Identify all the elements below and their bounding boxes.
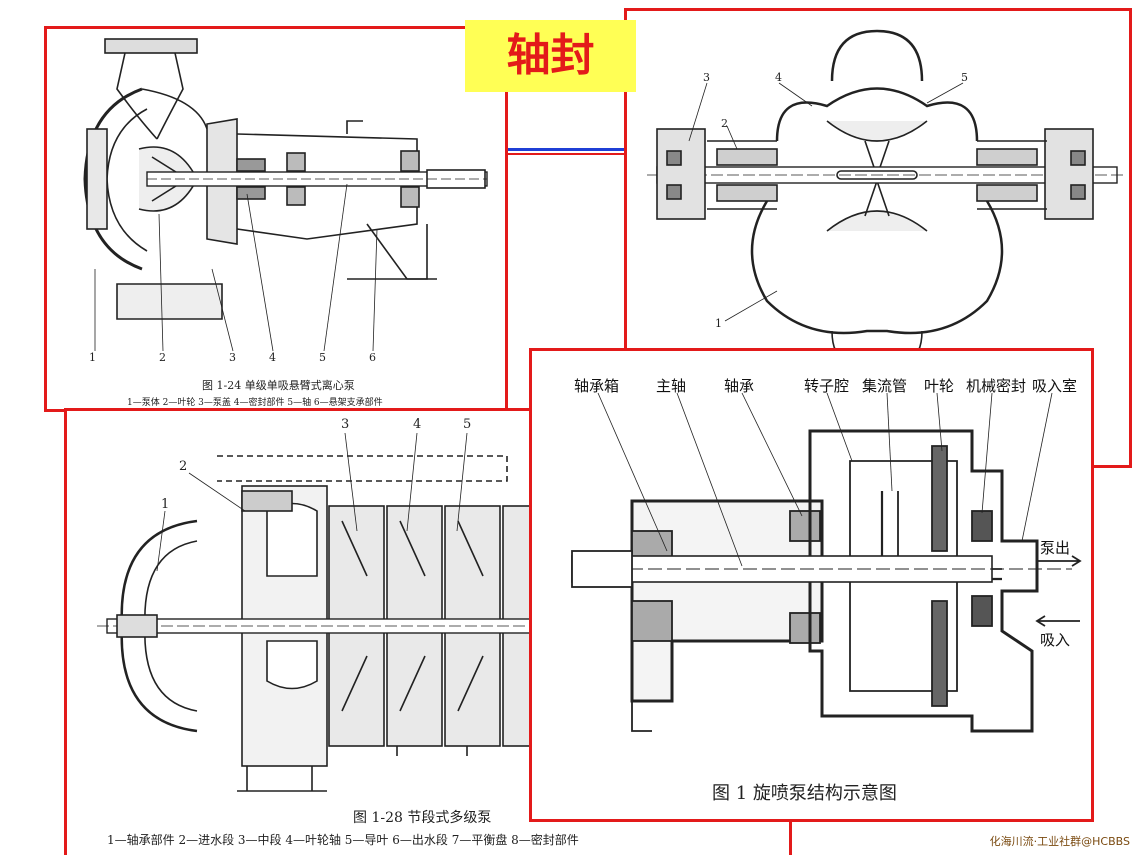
callout-4: 4 xyxy=(269,351,276,364)
label-main-shaft: 主轴 xyxy=(656,377,687,395)
connector-line-blue xyxy=(508,148,624,151)
rotary-jet-pump-drawing xyxy=(571,392,1082,733)
figure-caption: 图 1 旋喷泵结构示意图 xyxy=(712,783,897,804)
label-bearing-box: 轴承箱 xyxy=(574,377,620,395)
label-suction: 吸入 xyxy=(1040,631,1071,649)
callout-5: 5 xyxy=(463,417,472,432)
callout-1: 1 xyxy=(161,497,170,512)
label-bearing: 轴承 xyxy=(724,377,755,395)
figure-legend: 1—泵体 2—叶轮 3—泵盖 4—密封部件 5—轴 6—悬架支承部件 xyxy=(127,398,383,408)
figure-caption: 图 1-28 节段式多级泵 xyxy=(353,810,492,826)
figure-caption: 图 1-24 单级单吸悬臂式离心泵 xyxy=(202,379,355,392)
callout-6: 6 xyxy=(369,351,376,364)
callout-2: 2 xyxy=(159,351,166,364)
callout-3: 3 xyxy=(229,351,236,364)
callout-2: 2 xyxy=(179,459,188,474)
callout-1: 1 xyxy=(89,351,96,364)
callout-4: 4 xyxy=(775,71,782,84)
label-mechanical-seal: 机械密封 xyxy=(966,377,1027,395)
callout-1: 1 xyxy=(715,317,722,330)
callout-5: 5 xyxy=(961,71,968,84)
panel-single-stage-pump: 1 2 3 4 5 6 图 1-24 单级单吸悬臂式离心泵 1—泵体 2—叶轮 … xyxy=(44,26,508,412)
callout-2: 2 xyxy=(721,117,728,130)
callout-3: 3 xyxy=(341,417,350,432)
page-title: 轴封 xyxy=(465,20,636,92)
callout-3: 3 xyxy=(703,71,710,84)
label-collector-tube: 集流管 xyxy=(862,377,908,395)
double-suction-pump-drawing xyxy=(647,29,1123,362)
label-impeller: 叶轮 xyxy=(924,377,955,395)
label-discharge: 泵出 xyxy=(1040,539,1071,557)
label-rotor-cavity: 转子腔 xyxy=(804,377,850,395)
callout-4: 4 xyxy=(413,417,422,432)
multistage-pump-drawing xyxy=(97,432,548,792)
connector-line-red xyxy=(508,153,624,155)
panel-rotary-jet-pump: 轴承箱 主轴 轴承 转子腔 集流管 叶轮 机械密封 吸入室 泵出 吸入 图 1 … xyxy=(529,348,1094,822)
label-suction-chamber: 吸入室 xyxy=(1032,377,1078,395)
figure-legend: 1—轴承部件 2—进水段 3—中段 4—叶轮轴 5—导叶 6—出水段 7—平衡盘… xyxy=(107,833,579,847)
callout-5: 5 xyxy=(319,351,326,364)
watermark-text: 化海川流·工业社群@HCBBS xyxy=(989,835,1130,848)
single-stage-pump-drawing xyxy=(83,38,488,352)
